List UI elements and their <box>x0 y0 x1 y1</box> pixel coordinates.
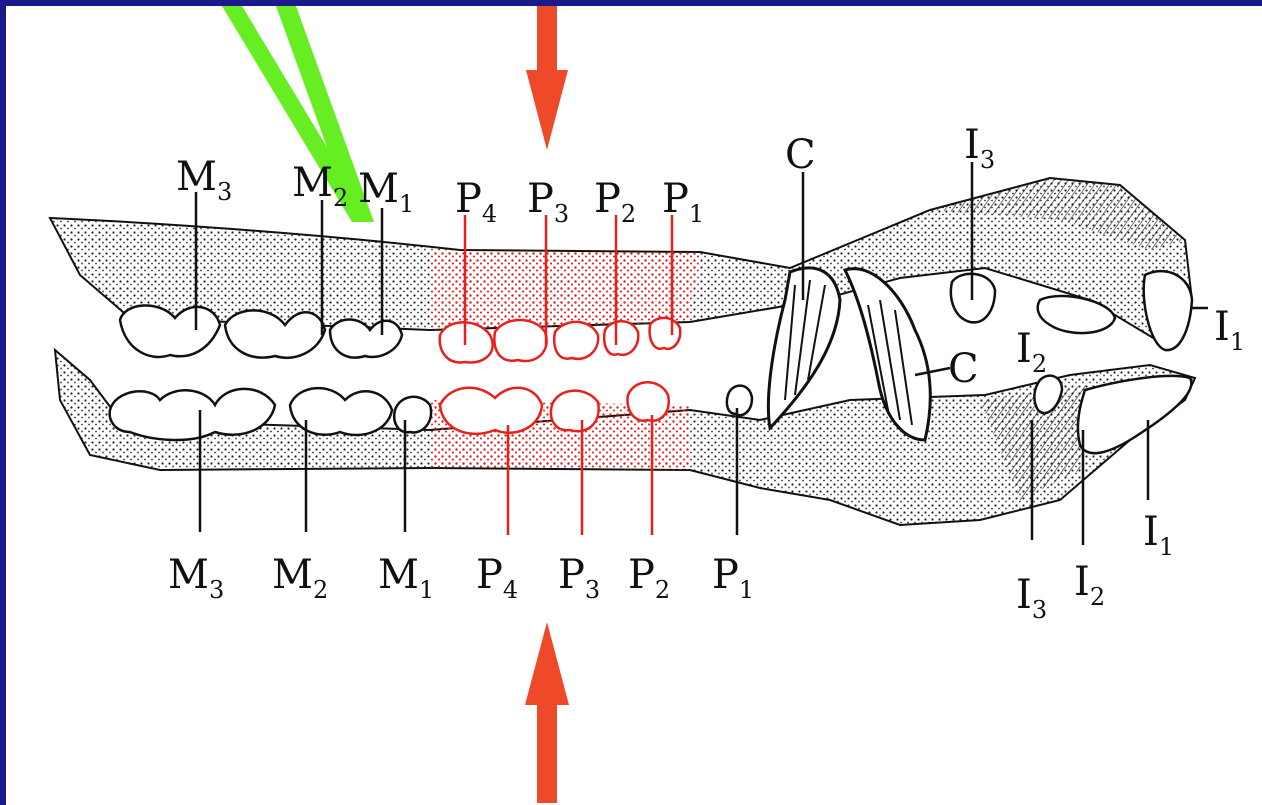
tooth-label-letter: P <box>628 552 655 598</box>
tooth-label: P3 <box>558 552 600 604</box>
tooth-label-subscript: 1 <box>739 576 754 604</box>
tooth-label: I3 <box>1016 572 1047 624</box>
tooth-label-letter: C <box>948 346 979 392</box>
tooth-label-subscript: 2 <box>1032 350 1047 378</box>
tooth-label-subscript: 1 <box>419 576 434 604</box>
tooth-label: I2 <box>1074 559 1105 611</box>
tooth-label-subscript: 3 <box>554 200 569 228</box>
tooth-label-subscript: 3 <box>209 576 224 604</box>
tooth-label: I1 <box>1214 304 1245 356</box>
tooth-label-subscript: 1 <box>399 190 414 218</box>
tooth-label-letter: M <box>358 166 399 212</box>
tooth-label: P1 <box>662 176 704 228</box>
tooth-label-letter: I <box>1016 572 1032 618</box>
tooth-label: M2 <box>272 552 328 604</box>
lower-jaw <box>55 350 1195 525</box>
tooth-label-letter: P <box>712 552 739 598</box>
tooth-label-letter: M <box>272 552 313 598</box>
tooth-label: P2 <box>594 176 636 228</box>
tooth-label-letter: I <box>1143 509 1159 555</box>
tooth-label: P4 <box>476 552 518 604</box>
lower-p1 <box>727 386 752 416</box>
tooth-label: C <box>785 132 816 178</box>
tooth-label-letter: P <box>662 176 689 222</box>
tooth-label-letter: I <box>1074 559 1090 605</box>
tooth-label-subscript: 1 <box>1230 328 1245 356</box>
tooth-label-subscript: 2 <box>1090 583 1105 611</box>
tooth-label-subscript: 1 <box>689 200 704 228</box>
tooth-label: C <box>948 346 979 392</box>
tooth-label: M1 <box>358 166 414 218</box>
tooth-label-letter: M <box>292 160 333 206</box>
tooth-label-letter: M <box>176 154 217 200</box>
tooth-label: P2 <box>628 552 670 604</box>
tooth-label: M3 <box>176 154 232 206</box>
tooth-label-letter: M <box>378 552 419 598</box>
tooth-label-letter: C <box>785 132 816 178</box>
tooth-label-subscript: 3 <box>1032 596 1047 624</box>
tooth-label-letter: I <box>1214 304 1230 350</box>
tooth-label: P1 <box>712 552 754 604</box>
tooth-label: I1 <box>1143 509 1174 561</box>
tooth-label-subscript: 4 <box>482 200 497 228</box>
tooth-label: I2 <box>1016 326 1047 378</box>
tooth-label-subscript: 2 <box>313 576 328 604</box>
tooth-label: M1 <box>378 552 434 604</box>
tooth-label-letter: P <box>558 552 585 598</box>
tooth-label: P3 <box>527 176 569 228</box>
tooth-label-letter: P <box>527 176 554 222</box>
tooth-label-letter: P <box>594 176 621 222</box>
tooth-label-subscript: 1 <box>1159 533 1174 561</box>
arrow-up <box>525 622 569 803</box>
tooth-label-subscript: 4 <box>503 576 518 604</box>
tooth-label-subscript: 2 <box>655 576 670 604</box>
tooth-label-letter: I <box>1016 326 1032 372</box>
tooth-label-letter: I <box>964 122 980 168</box>
tooth-label-subscript: 2 <box>333 184 348 212</box>
tooth-label-letter: P <box>455 176 482 222</box>
tooth-label: I3 <box>964 122 995 174</box>
tooth-label-letter: P <box>476 552 503 598</box>
tooth-label-subscript: 3 <box>585 576 600 604</box>
tooth-label: P4 <box>455 176 497 228</box>
tooth-label: M3 <box>168 552 224 604</box>
tooth-label-subscript: 2 <box>621 200 636 228</box>
arrow-down <box>526 6 568 150</box>
tooth-label-subscript: 3 <box>980 146 995 174</box>
tooth-label-subscript: 3 <box>217 178 232 206</box>
tooth-label-letter: M <box>168 552 209 598</box>
